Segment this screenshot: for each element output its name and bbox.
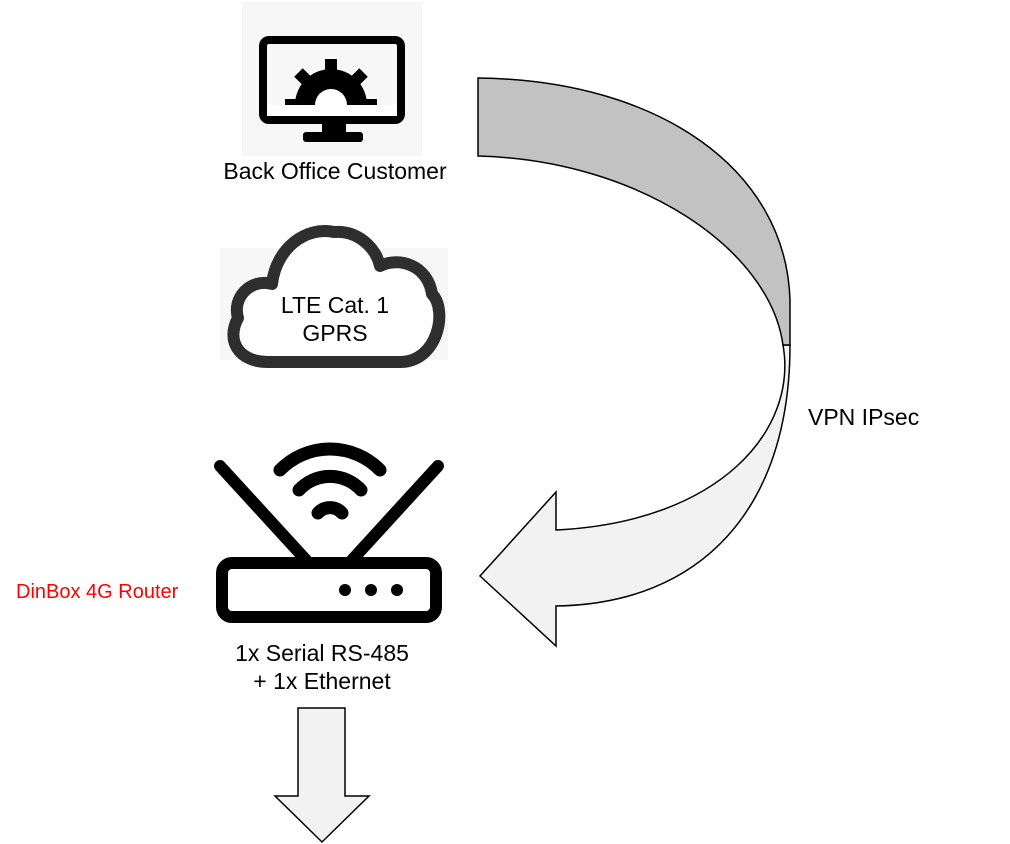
router-ports-line2: + 1x Ethernet <box>253 667 391 694</box>
down-arrow-icon <box>273 707 371 844</box>
vpn-label: VPN IPsec <box>808 404 920 430</box>
router-ports-label: 1x Serial RS-485 + 1x Ethernet <box>200 640 444 695</box>
network-label-line1: LTE Cat. 1 <box>280 292 390 318</box>
wifi-router-icon <box>214 442 444 623</box>
curved-arrow-icon <box>477 77 791 648</box>
network-label: LTE Cat. 1 GPRS <box>250 292 420 347</box>
monitor-gear-icon <box>242 2 422 156</box>
network-label-line2: GPRS <box>302 319 368 346</box>
router-ports-line1: 1x Serial RS-485 <box>235 640 409 666</box>
cloud-icon <box>220 225 448 368</box>
router-name-label: DinBox 4G Router <box>16 581 179 603</box>
back-office-label: Back Office Customer <box>223 158 447 184</box>
